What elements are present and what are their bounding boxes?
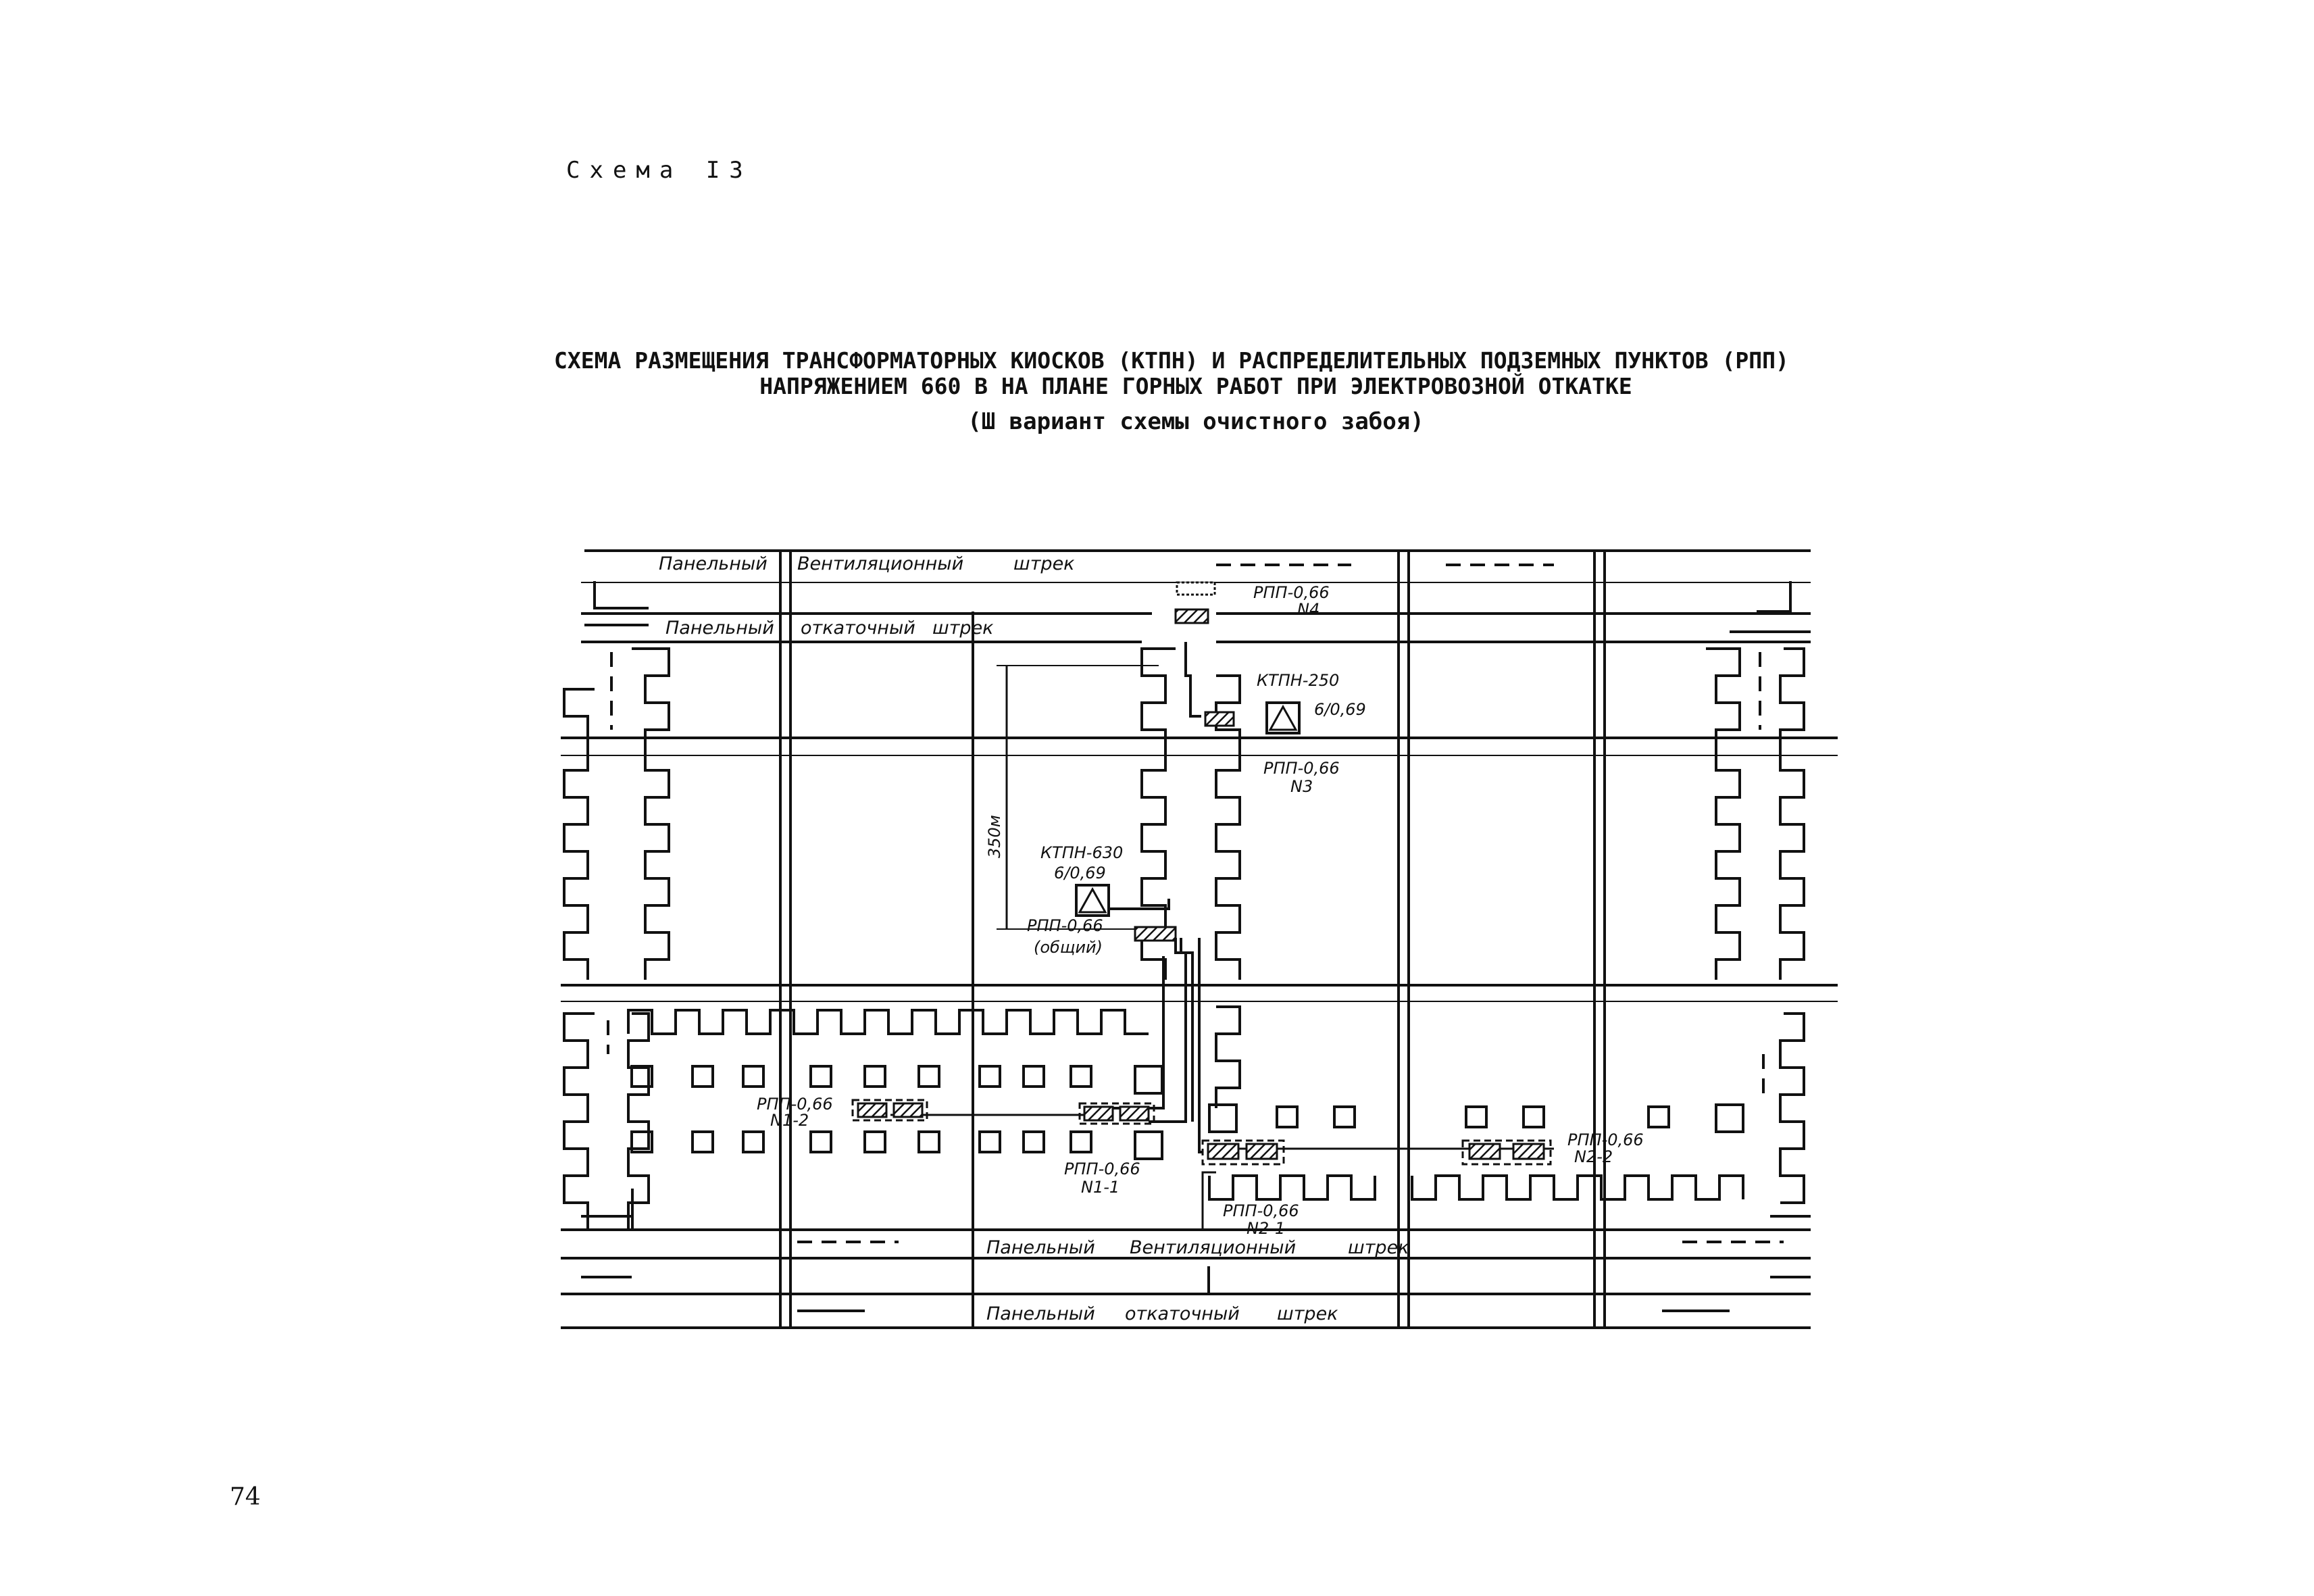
left-lower-comb-right [627,1012,650,1230]
label-top-vent-1: Панельный [659,553,768,574]
label-ktpn630-a: КТПН-630 [1040,843,1123,862]
rpp-2-2-frame [1461,1139,1552,1166]
lower-face-battlements-left [1208,1174,1376,1201]
right-panel-comb-right [1779,647,1805,980]
rpp-3-symbol [1204,711,1235,727]
label-bottom-haul-3: штрек [1277,1303,1338,1324]
rpp-2-2-symbol-b [1512,1143,1545,1160]
left-panel-comb-right [632,647,670,980]
cable-to-rpp11 [1149,938,1187,1123]
label-rpp12-b: N1-2 [770,1111,809,1130]
cable-to-rpp21 [1198,938,1203,1153]
pillar-row-2 [630,1130,1163,1160]
label-rpp21-a: РПП-0,66 [1223,1201,1299,1220]
label-rpp11-a: РПП-0,66 [1064,1159,1140,1178]
rpp-1-1-symbol-b [1119,1105,1150,1122]
label-rpp22-a: РПП-0,66 [1567,1130,1644,1149]
label-rpp4-a: РПП-0,66 [1253,583,1330,602]
rpp-4-symbol [1174,608,1209,624]
left-lower-comb-left [563,1012,595,1230]
label-rpp22-b: N2-2 [1574,1147,1613,1166]
pillar-row-3 [1208,1103,1744,1133]
label-bottom-haul-2: откаточный [1125,1303,1240,1324]
left-drift-link [593,581,649,609]
label-bottom-vent-3: штрек [1348,1237,1409,1258]
right-drift-link [1757,581,1792,613]
label-top-haul-1: Панельный [665,618,774,639]
label-bottom-haul-1: Панельный [986,1303,1095,1324]
rpp-1-2-symbol-a [857,1102,888,1118]
label-rpp11-b: N1-1 [1081,1178,1120,1197]
rpp-2-1-symbol-a [1207,1143,1240,1160]
diagram-title: СХЕМА РАЗМЕЩЕНИЯ ТРАНСФОРМАТОРНЫХ КИОСКО… [554,347,1838,435]
label-top-vent-3: штрек [1013,553,1075,574]
rpp-2-1-frame [1201,1139,1285,1166]
label-rpp-common-b: (общий) [1034,938,1103,957]
label-bottom-vent-2: Вентиляционный [1130,1237,1296,1258]
label-ktpn250-b: 6/0,69 [1314,700,1366,719]
upper-face-battlements [627,1009,1149,1035]
rpp-1-2-symbol-b [892,1102,924,1118]
title-line-3: (Ш вариант схемы очистного забоя) [967,408,1424,435]
rpp-2-1-symbol-b [1245,1143,1278,1160]
label-rpp3-b: N3 [1290,777,1313,796]
label-rpp21-b: N2-1 [1247,1219,1285,1238]
label-rpp-common-a: РПП-0,66 [1027,916,1103,935]
rpp-1-1-frame [1078,1102,1155,1125]
label-dimension-350m: 350м [985,815,1004,858]
cable-ktpn630-rpp [1108,899,1170,910]
lower-face-battlements-right [1411,1174,1744,1201]
rpp-2-2-symbol-a [1468,1143,1501,1160]
right-lower-comb [1779,1012,1805,1204]
label-rpp4-b: N4 [1297,600,1319,619]
label-ktpn250-a: КТПН-250 [1257,671,1339,690]
rpp-common-symbol [1134,926,1177,942]
left-panel-comb-left [563,688,595,980]
label-bottom-vent-1: Панельный [986,1237,1095,1258]
ktpn-250-triangle [1268,704,1298,731]
rpp-1-1-symbol-a [1083,1105,1114,1122]
label-top-haul-3: штрек [932,618,994,639]
cable-rpp21-down [1201,1171,1216,1230]
page-number: 74 [230,1483,261,1511]
center-lower-comb [1215,1005,1241,1108]
cable-to-rpp3 [1184,642,1201,718]
scheme-label: Схема I3 [566,157,753,184]
label-ktpn630-b: 6/0,69 [1054,864,1106,882]
title-line-1: СХЕМА РАЗМЕЩЕНИЯ ТРАНСФОРМАТОРНЫХ КИОСКО… [554,347,1789,374]
pillar-row-1 [630,1065,1163,1095]
label-rpp12-a: РПП-0,66 [757,1095,833,1114]
label-rpp3-a: РПП-0,66 [1263,759,1340,778]
rpp-1-2-frame [851,1099,928,1122]
label-top-haul-2: откаточный [801,618,915,639]
ktpn-630-triangle [1078,887,1107,914]
label-top-vent-2: Вентиляционный [797,553,963,574]
title-line-2: НАПРЯЖЕНИЕМ 660 В НА ПЛАНЕ ГОРНЫХ РАБОТ … [759,373,1632,399]
airflow-dashes [607,564,1784,1243]
cable-to-rpp12 [1095,956,1165,1109]
right-panel-comb-left [1706,647,1741,980]
rpp-4-header [1176,581,1216,596]
